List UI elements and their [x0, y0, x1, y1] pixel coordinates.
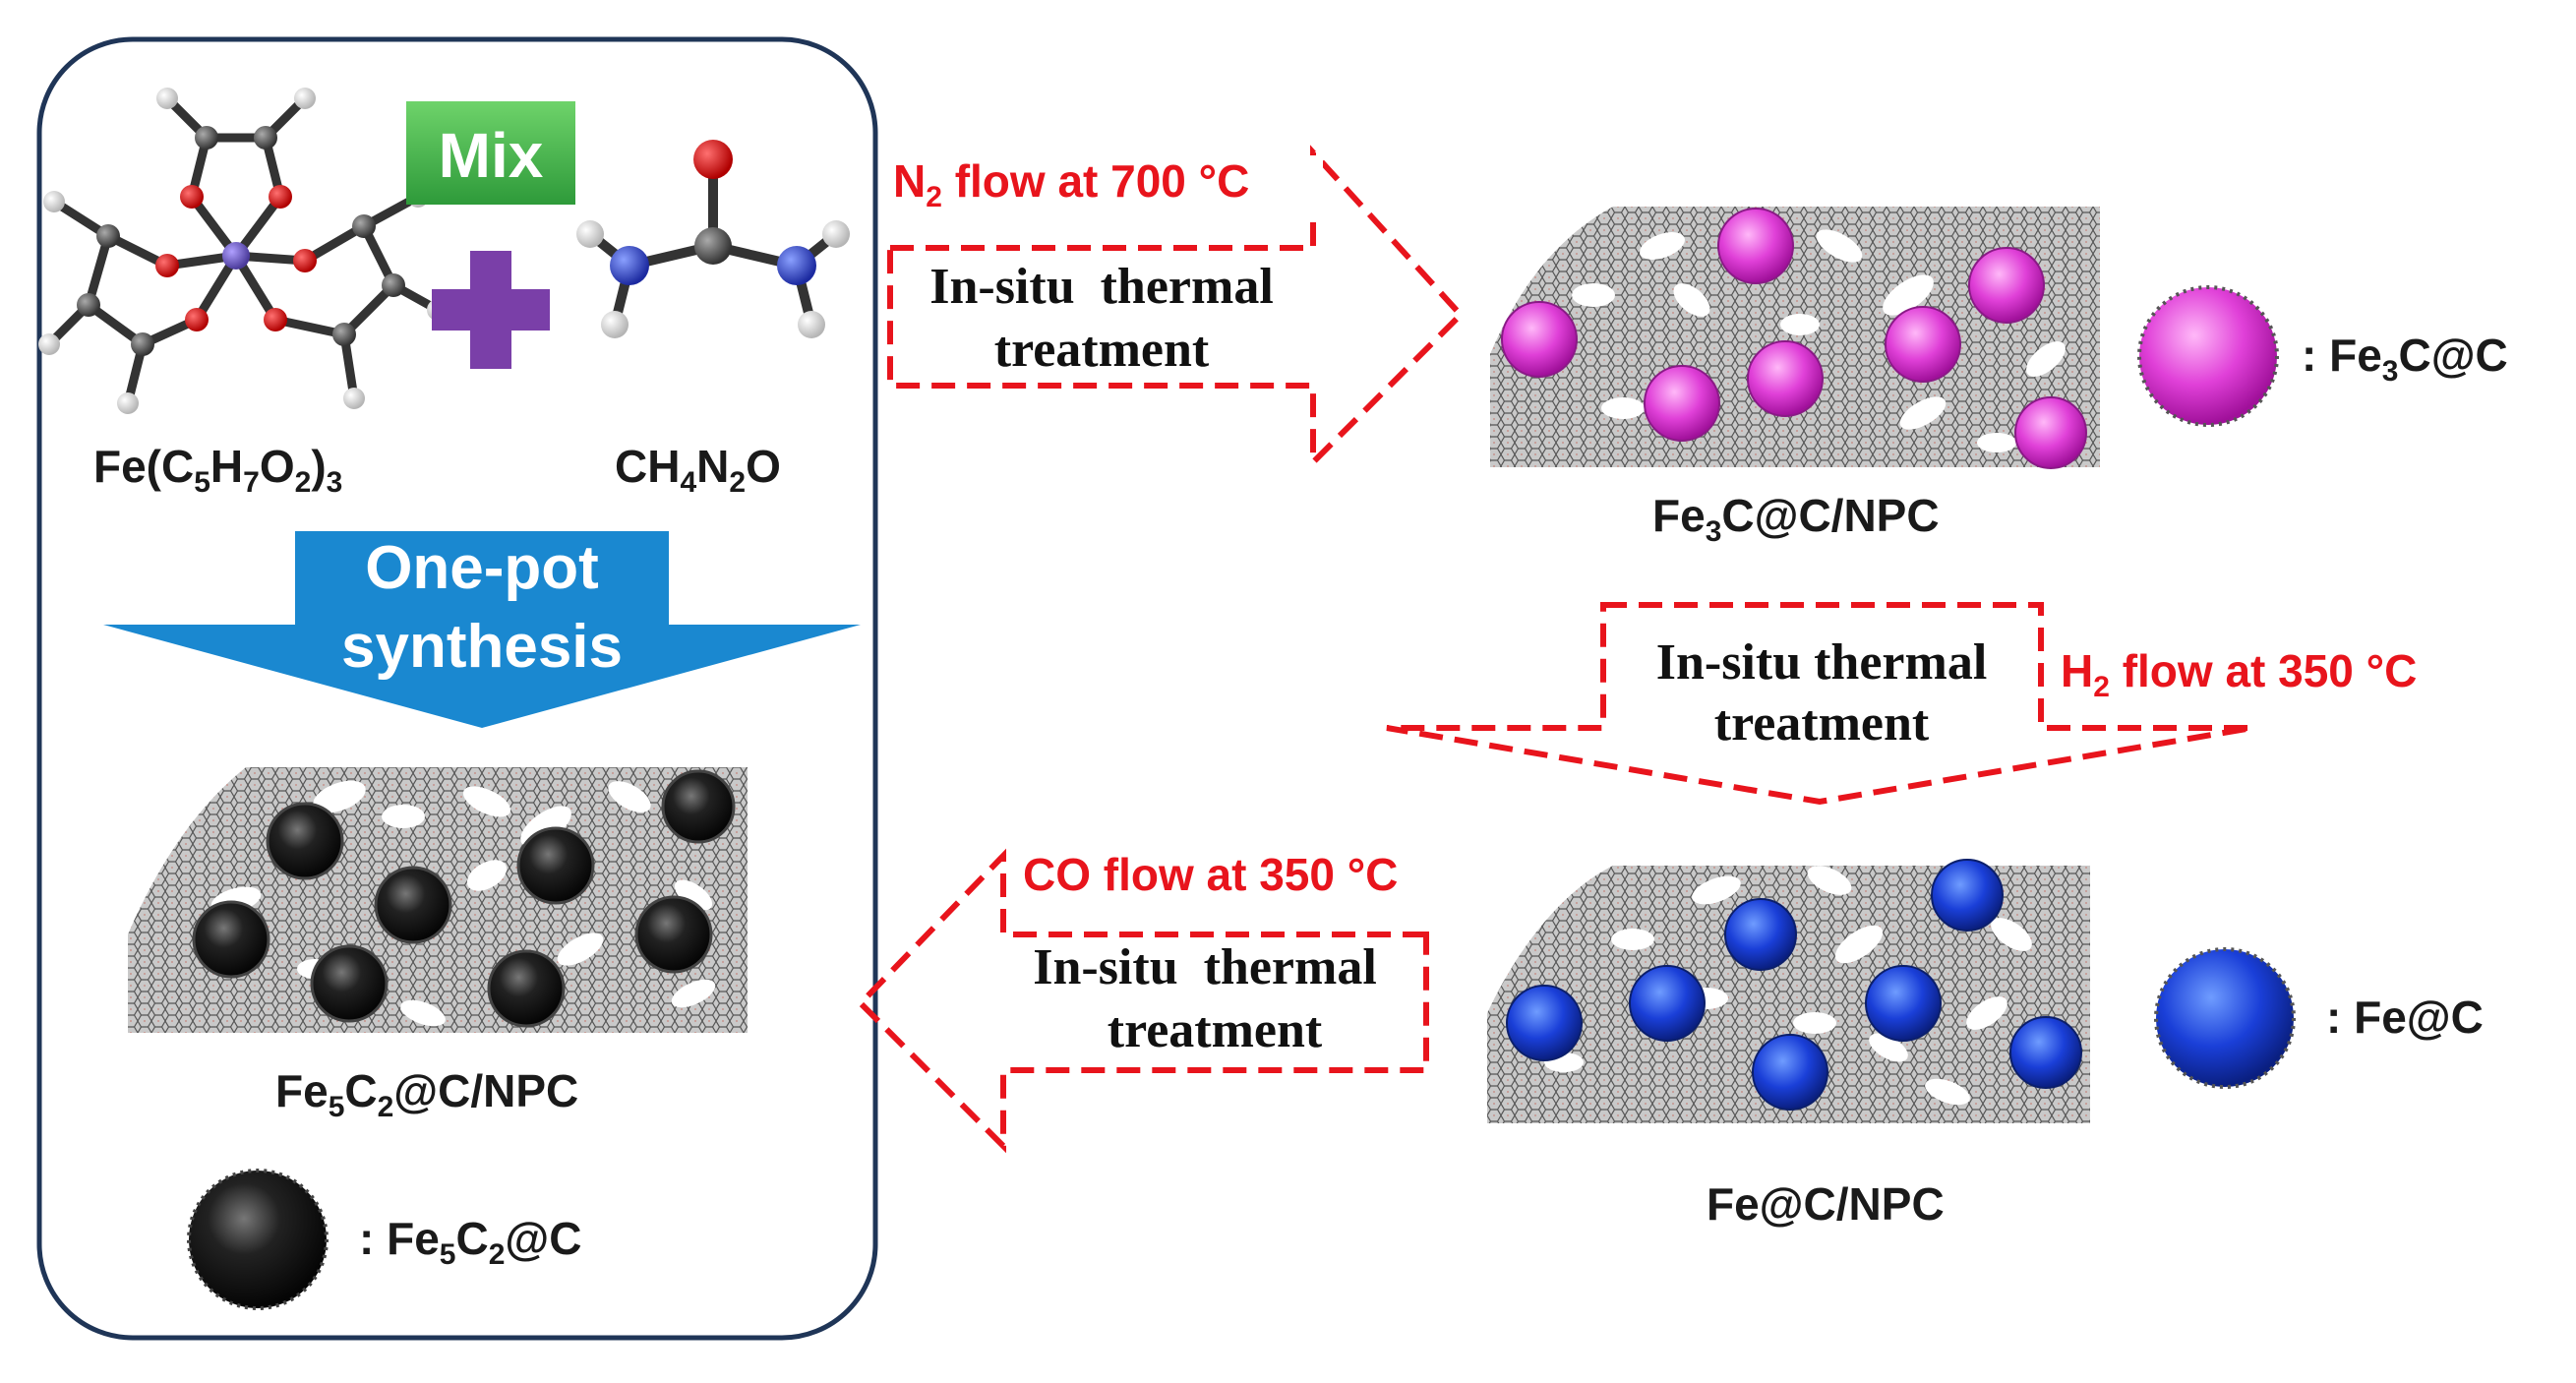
co-step-arrow — [856, 848, 1429, 1154]
urea-label: CH4N2O — [615, 441, 781, 499]
iron-precursor-label: Fe(C5H7O2)3 — [93, 441, 342, 499]
fe3c-product-label: Fe3C@C/NPC — [1652, 490, 1940, 548]
co-step-line2: treatment — [1108, 1002, 1323, 1058]
h2-step-line2: treatment — [1714, 695, 1930, 752]
fe-product-label: Fe@C/NPC — [1707, 1178, 1945, 1230]
h2-step-line1: In-situ thermal — [1656, 634, 1988, 691]
co-step-line1: In-situ thermal — [1033, 939, 1377, 995]
synthesis-panel — [36, 36, 878, 1341]
fe-composite — [1487, 859, 2090, 1123]
mix-label: Mix — [439, 120, 544, 191]
one-pot-arrow — [103, 531, 861, 728]
fe5c2-product-label: Fe5C2@C/NPC — [275, 1065, 578, 1123]
n2-step-line1: In-situ thermal — [929, 259, 1274, 315]
fe3c-legend-particle — [2137, 285, 2279, 427]
n2-flow-label: N2 flow at 700 °C — [893, 155, 1249, 213]
h2-step-arrow — [1386, 602, 2253, 806]
fe5c2-legend-particle — [187, 1169, 329, 1310]
fe5c2-composite — [128, 767, 748, 1033]
one-pot-line2: synthesis — [341, 613, 623, 681]
urea-molecule — [576, 140, 850, 338]
fe5c2-legend-label: : Fe5C2@C — [359, 1213, 581, 1271]
fe-legend-particle — [2154, 947, 2296, 1089]
plus-sign — [432, 251, 550, 369]
one-pot-line1: One-pot — [365, 534, 599, 602]
fe-legend-label: : Fe@C — [2326, 992, 2484, 1043]
iron-acetylacetonate-molecule — [38, 88, 449, 414]
mix-badge — [406, 101, 575, 205]
fe3c-composite — [1490, 207, 2100, 469]
fe3c-legend-label: : Fe3C@C — [2302, 330, 2508, 388]
n2-step-line2: treatment — [994, 322, 1210, 378]
co-flow-label: CO flow at 350 °C — [1023, 849, 1398, 900]
n2-step-arrow — [887, 145, 1466, 470]
h2-flow-label: H2 flow at 350 °C — [2061, 645, 2417, 703]
